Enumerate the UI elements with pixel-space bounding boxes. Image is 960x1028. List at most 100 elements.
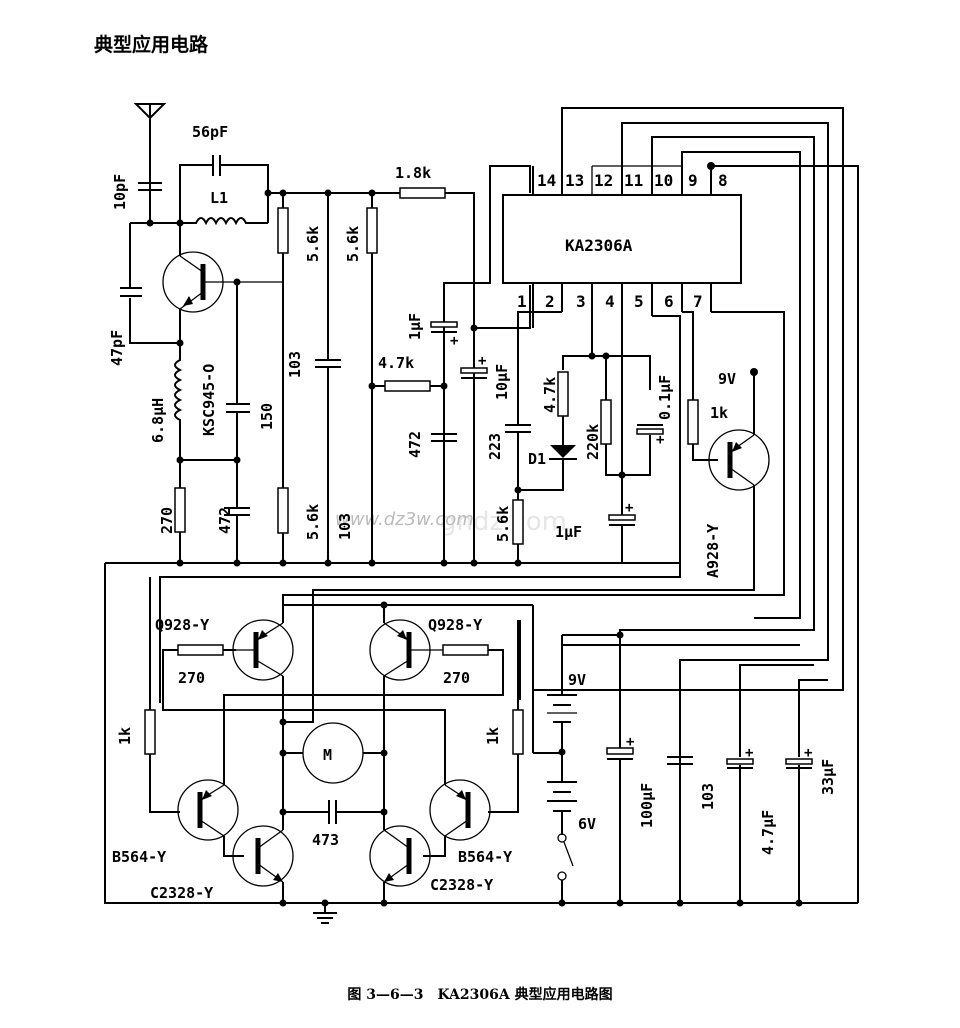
ic-pin-14: 14: [537, 171, 556, 190]
label-4k7-diode: 4.7k: [541, 377, 559, 413]
inductor-6-8uH: [174, 343, 183, 460]
transistor-A928: [708, 429, 770, 491]
capacitor-103-power: [667, 756, 693, 765]
figure-caption: 图 3—6—3 KA2306A 典型应用电路图: [347, 987, 613, 1003]
page-heading: 典型应用电路: [94, 34, 209, 56]
capacitor-150: [226, 403, 250, 413]
label-B564-right: B564-Y: [458, 848, 512, 866]
inductor-L1: [180, 217, 268, 226]
svg-text:+: +: [626, 734, 634, 750]
label-103-power: 103: [699, 783, 717, 810]
label-1k-left: 1k: [116, 727, 134, 745]
capacitor-1uF-bottom: [608, 514, 636, 526]
antenna-icon: [133, 103, 167, 225]
capacitor-0-1uF: [636, 424, 664, 435]
resistor-5k6-top1: [277, 207, 289, 254]
label-10pF: 10pF: [111, 174, 129, 210]
transistor-B564-right: [429, 779, 491, 841]
label-6-8uH: 6.8μH: [149, 398, 167, 443]
diode-D1: [549, 445, 577, 460]
resistor-5k6-bottom: [277, 487, 289, 534]
label-56pF: 56pF: [192, 123, 228, 141]
svg-text:+: +: [804, 745, 812, 761]
capacitor-473: [328, 800, 337, 824]
battery-9v-icon: [547, 694, 577, 723]
svg-text:+: +: [478, 353, 486, 369]
capacitor-4-7uF: [726, 758, 754, 769]
label-1k-switch: 1k: [710, 404, 728, 422]
label-472-emitter: 472: [216, 507, 234, 534]
label-B564-left: B564-Y: [112, 848, 166, 866]
label-220k: 220k: [584, 424, 602, 460]
label-5k6-top1: 5.6k: [304, 226, 322, 262]
resistor-1k-switch: [687, 399, 699, 445]
capacitor-1uF-top: [430, 321, 458, 333]
ground-icon: [313, 903, 337, 924]
ic-pin-7: 7: [693, 292, 703, 311]
label-1k-right: 1k: [484, 727, 502, 745]
label-10uF: 10μF: [493, 364, 511, 400]
label-9V-switch: 9V: [718, 370, 736, 388]
label-L1: L1: [210, 189, 228, 207]
watermark-primary: www.dz3w.com: [335, 509, 474, 530]
label-5k6-top2: 5.6k: [344, 226, 362, 262]
label-battery-6V: 6V: [578, 815, 596, 833]
capacitor-103-rf: [315, 359, 341, 368]
ic-KA2306A: KA2306A: [502, 194, 742, 284]
ic-pin-4: 4: [605, 292, 615, 311]
label-472-filter: 472: [406, 431, 424, 458]
transistor-B564-left: [177, 779, 239, 841]
svg-text:+: +: [745, 745, 753, 761]
label-33uF: 33μF: [819, 759, 837, 795]
capacitor-33uF: [785, 758, 813, 769]
capacitor-10uF: [460, 367, 488, 379]
label-4-7uF: 4.7μF: [759, 810, 777, 855]
resistor-4k7-diode: [557, 371, 569, 417]
resistor-5k6-filter: [512, 499, 524, 545]
ic-pin-13: 13: [565, 171, 584, 190]
resistor-270: [174, 487, 186, 533]
capacitor-472-filter: [431, 433, 457, 442]
label-473: 473: [312, 831, 339, 849]
label-D1: D1: [528, 450, 546, 468]
label-5k6-bottom: 5.6k: [304, 504, 322, 540]
label-150: 150: [258, 403, 276, 430]
transistor-KSC945: [162, 251, 283, 313]
battery-6v-icon: [547, 781, 577, 812]
label-270-left: 270: [178, 669, 205, 687]
svg-text:+: +: [625, 500, 633, 516]
resistor-1k8: [399, 187, 446, 199]
resistor-270-left: [177, 644, 224, 656]
label-Q928-right: Q928-Y: [428, 616, 482, 634]
transistor-C2328-left: [232, 825, 294, 887]
ic-pin-3: 3: [576, 292, 586, 311]
ic-pin-9: 9: [688, 171, 698, 190]
label-47pF: 47pF: [108, 330, 126, 366]
resistor-1k-right: [512, 709, 524, 755]
ic-part-number: KA2306A: [565, 236, 633, 255]
svg-text:+: +: [656, 432, 664, 448]
resistor-4k7: [384, 380, 431, 392]
label-A928: A928-Y: [704, 524, 722, 578]
capacitor-10pF: [138, 182, 162, 191]
label-4k7: 4.7k: [378, 354, 414, 372]
label-1k8: 1.8k: [395, 164, 431, 182]
power-switch[interactable]: [557, 833, 574, 881]
label-223: 223: [486, 433, 504, 460]
label-C2328-left: C2328-Y: [150, 884, 213, 902]
ic-pin-6: 6: [664, 292, 674, 311]
label-C2328-right: C2328-Y: [430, 876, 493, 894]
ic-pin-10: 10: [654, 171, 673, 190]
ic-pin-1: 1: [517, 292, 527, 311]
label-1uF-top: 1μF: [406, 313, 424, 340]
resistor-270-right: [442, 644, 489, 656]
capacitor-47pF: [120, 287, 142, 297]
ic-pin-2: 2: [545, 292, 555, 311]
ic-pin-11: 11: [624, 171, 643, 190]
label-103: 103: [286, 351, 304, 378]
ic-pin-12: 12: [594, 171, 613, 190]
watermark-secondary: gndz.com: [440, 507, 567, 537]
label-100uF: 100μF: [638, 783, 656, 828]
resistor-1k-left: [144, 709, 156, 755]
